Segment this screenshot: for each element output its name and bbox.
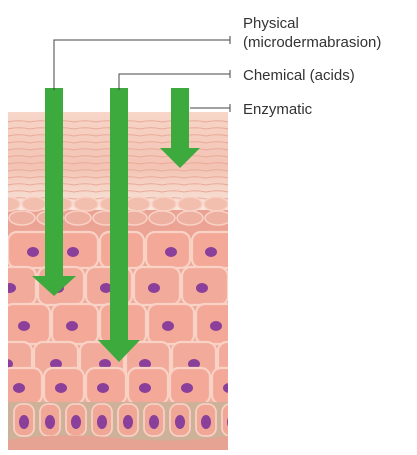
label-enzymatic: Enzymatic bbox=[243, 101, 313, 118]
leader-physical bbox=[54, 36, 230, 90]
leader-chemical bbox=[119, 70, 230, 90]
label-physical: Physical bbox=[243, 15, 299, 32]
basal-layer bbox=[8, 402, 242, 442]
keratinocyte-cells bbox=[0, 232, 282, 404]
stratum-corneum bbox=[8, 112, 250, 210]
label-chemical: Chemical (acids) bbox=[243, 67, 355, 84]
leader-enzymatic bbox=[190, 104, 230, 112]
label-physical-detail: (microdermabrasion) bbox=[243, 34, 381, 51]
